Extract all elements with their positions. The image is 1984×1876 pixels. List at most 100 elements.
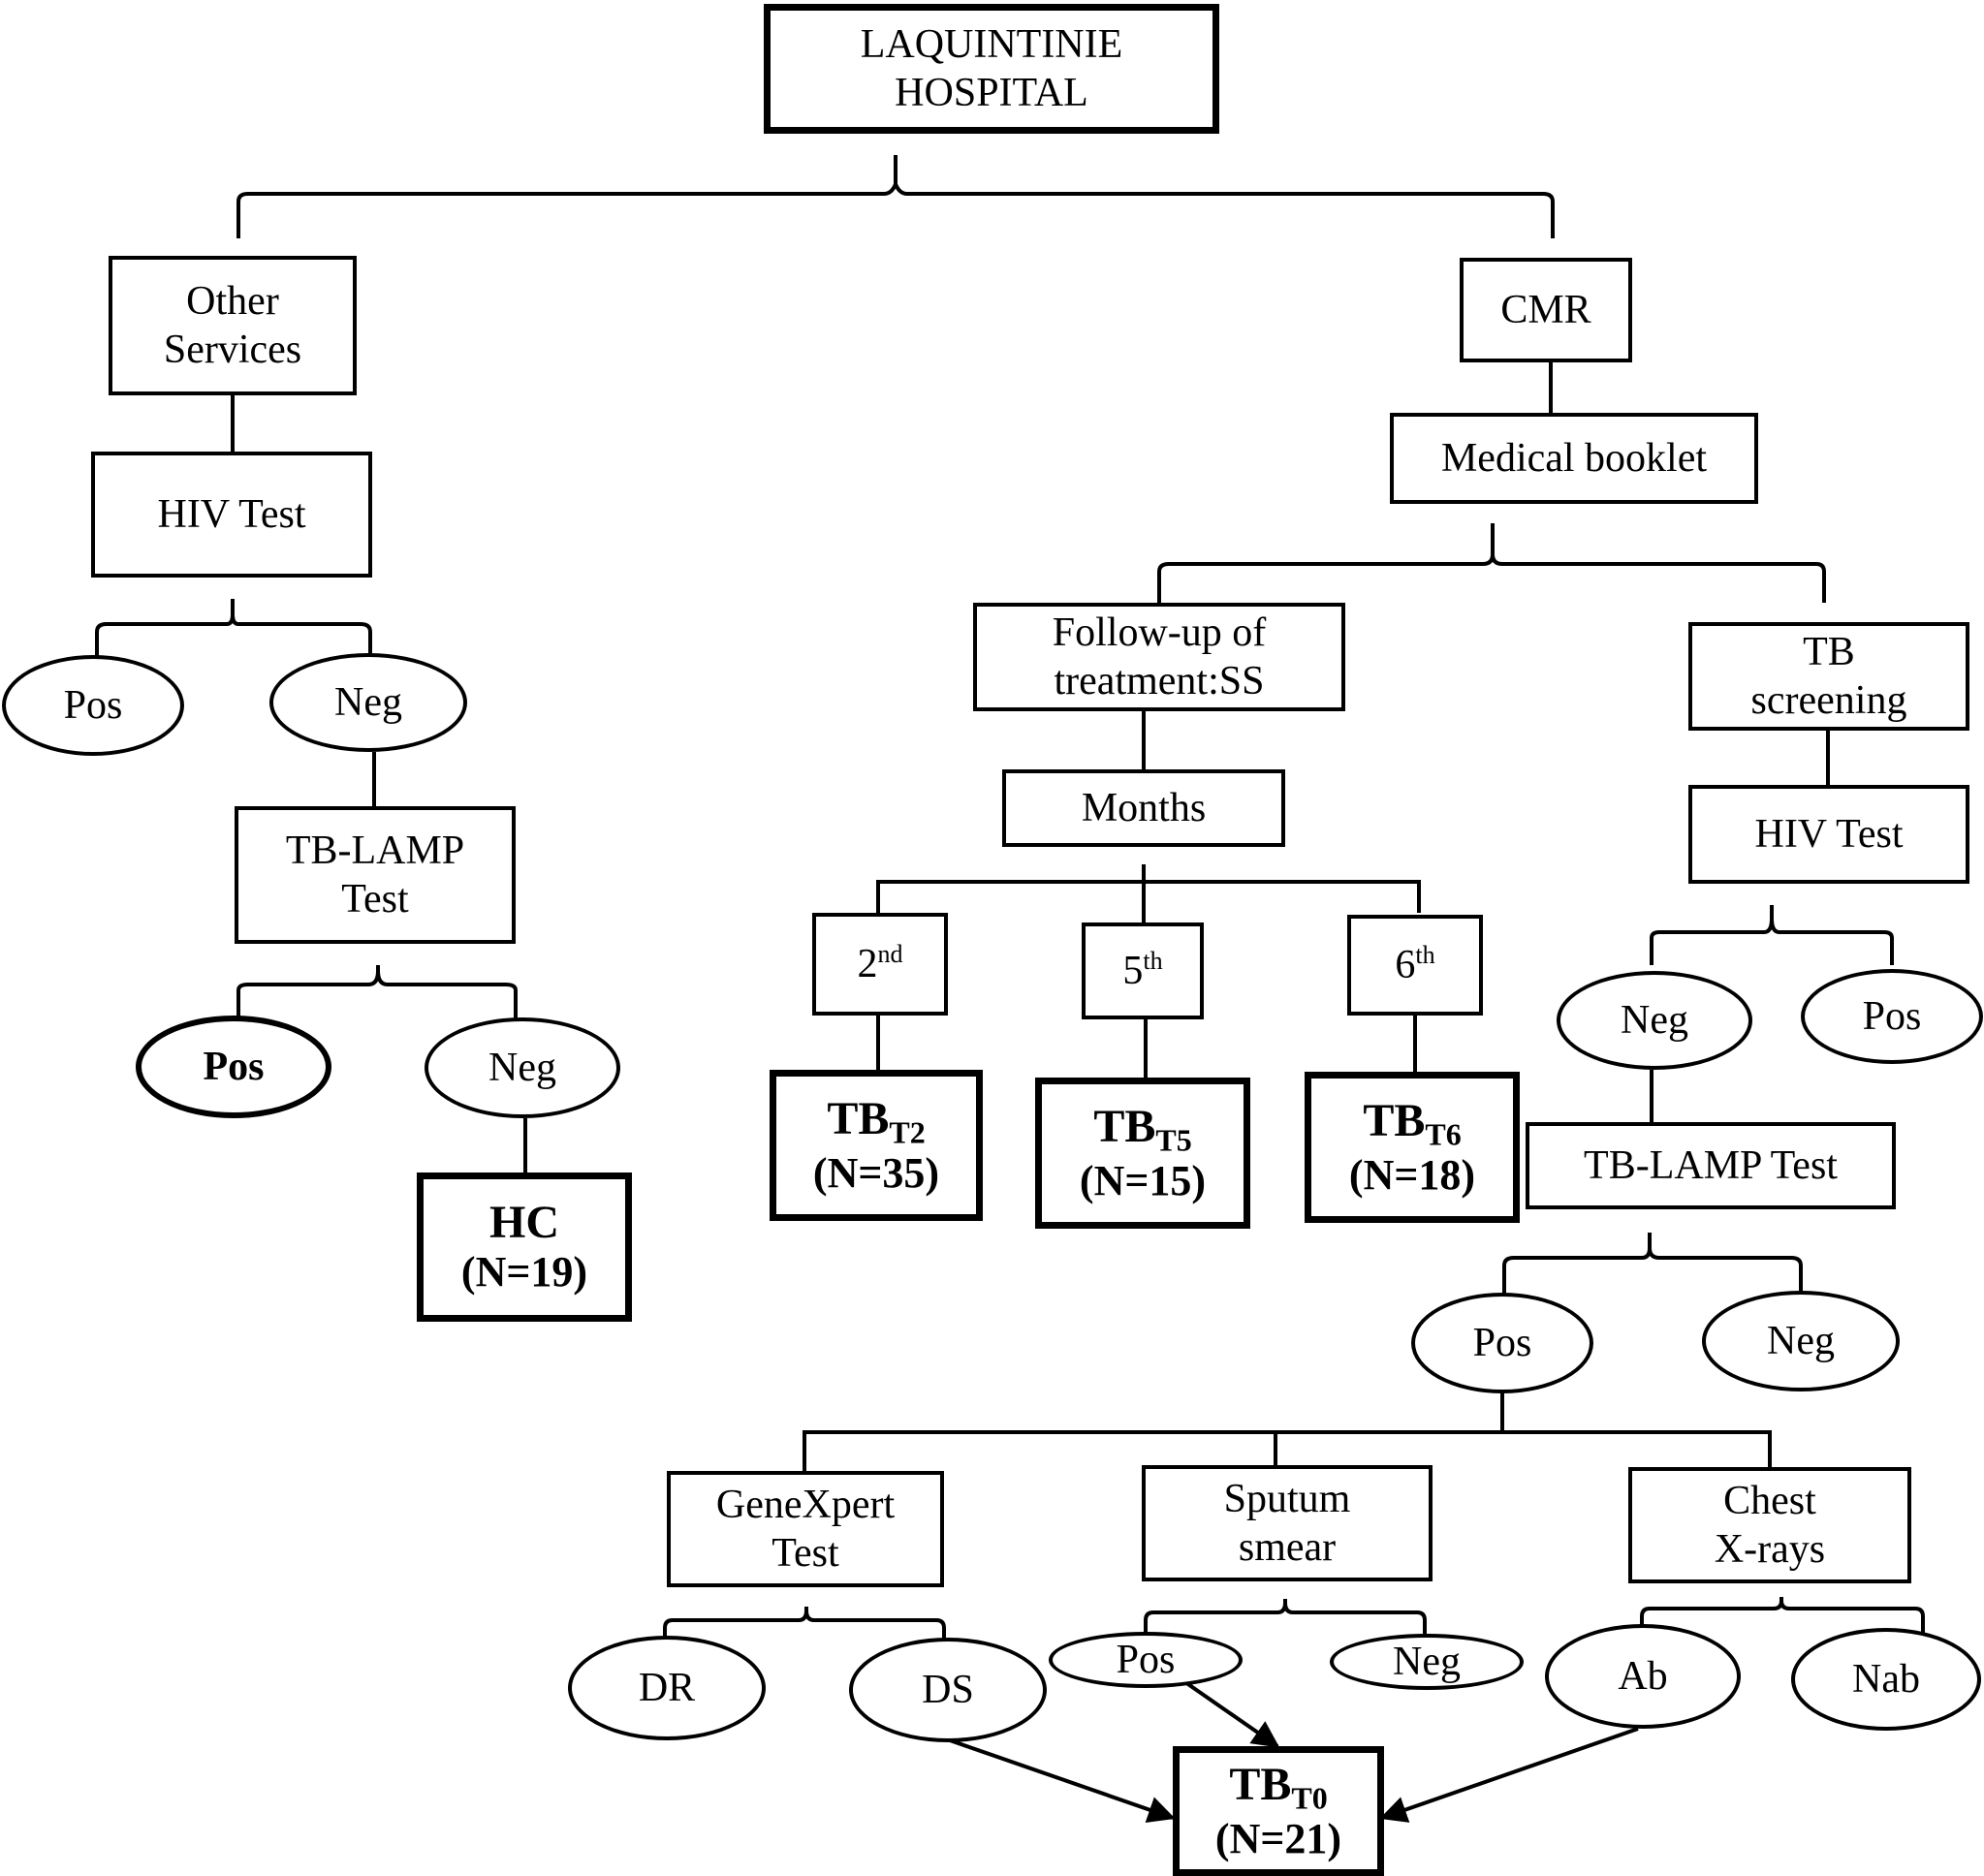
month-5th-num: 5 <box>1122 949 1144 994</box>
tbt2-tb: TB <box>827 1092 890 1144</box>
genexpert-line2: Test <box>772 1531 839 1576</box>
tbt0-n: (N=21) <box>1214 1814 1342 1862</box>
lamp-brace <box>236 965 518 1025</box>
month-6th-num: 6 <box>1395 943 1416 988</box>
screen-hiv-pos-label: Pos <box>1862 994 1922 1039</box>
smear-neg-oval: Neg <box>1330 1634 1524 1690</box>
tbt0-label: TBT0 <box>1229 1758 1328 1816</box>
followup-line2: treatment:SS <box>1054 659 1265 704</box>
month-2nd-sup: nd <box>877 940 903 969</box>
left-lamp-neg-oval: Neg <box>425 1017 620 1118</box>
smear-pos-label: Pos <box>1116 1638 1176 1682</box>
other-services-box: Other Services <box>109 256 357 395</box>
tb-screening-line2: screening <box>1750 678 1907 723</box>
xray-line2: X-rays <box>1714 1527 1826 1572</box>
left-lamp-pos-label: Pos <box>203 1045 265 1089</box>
month-2nd-num: 2 <box>857 942 878 987</box>
arrow-ab-tbt0 <box>1379 1727 1639 1823</box>
xray-line1: Chest <box>1723 1478 1816 1523</box>
dr-oval: DR <box>568 1636 766 1740</box>
screen-lamp-neg-label: Neg <box>1767 1319 1835 1363</box>
tbt5-result-box: TBT5 (N=15) <box>1035 1078 1250 1229</box>
screen-hiv-brace <box>1650 905 1894 965</box>
screen-hiv-neg-oval: Neg <box>1557 971 1752 1070</box>
month-2nd-box: 2nd <box>812 913 948 1016</box>
smear-pos-oval: Pos <box>1049 1632 1243 1688</box>
tb-screening-box: TB screening <box>1688 622 1969 731</box>
months-box: Months <box>1002 769 1285 847</box>
dr-label: DR <box>638 1666 696 1710</box>
screen-lamp-pos-oval: Pos <box>1411 1293 1593 1393</box>
screen-hiv-pos-oval: Pos <box>1801 969 1983 1064</box>
month-6th-box: 6th <box>1347 915 1483 1016</box>
medical-booklet-label: Medical booklet <box>1440 435 1708 481</box>
tbt2-n: (N=35) <box>812 1148 940 1197</box>
month-5th-sup: th <box>1143 947 1163 976</box>
tbt6-label: TBT6 <box>1363 1094 1462 1152</box>
tbt6-tb: TB <box>1363 1094 1426 1146</box>
hospital-box: LAQUINTINIE HOSPITAL <box>764 4 1219 134</box>
ab-label: Ab <box>1618 1654 1668 1699</box>
booklet-brace <box>1157 523 1826 603</box>
cmr-label: CMR <box>1500 287 1591 332</box>
tbt5-label: TBT5 <box>1093 1100 1192 1158</box>
left-hiv-neg-oval: Neg <box>269 653 467 752</box>
hospital-line2: HOSPITAL <box>895 71 1088 115</box>
left-hiv-neg-label: Neg <box>334 680 402 725</box>
tbt2-result-box: TBT2 (N=35) <box>770 1070 983 1221</box>
nab-label: Nab <box>1852 1657 1920 1702</box>
left-hiv-test-label: HIV Test <box>157 491 306 537</box>
medical-booklet-box: Medical booklet <box>1390 413 1758 504</box>
month-2nd-label: 2nd <box>858 939 903 988</box>
hiv-brace <box>95 599 372 674</box>
tbt0-result-box: TBT0 (N=21) <box>1173 1746 1384 1876</box>
tb-screening-line1: TB <box>1803 629 1855 674</box>
other-services-line2: Services <box>163 328 302 372</box>
left-tblamp-box: TB-LAMP Test <box>235 806 516 944</box>
left-lamp-neg-label: Neg <box>488 1046 556 1090</box>
tbt6-sub: T6 <box>1425 1116 1462 1152</box>
month-6th-sup: th <box>1415 941 1435 970</box>
lamp2-brace <box>1502 1233 1803 1312</box>
left-hiv-pos-oval: Pos <box>2 655 184 756</box>
screen-tblamp-label: TB-LAMP Test <box>1584 1142 1838 1188</box>
screen-hiv-test-box: HIV Test <box>1688 785 1969 884</box>
arrow-ds-tbt0 <box>949 1738 1176 1823</box>
cmr-box: CMR <box>1460 258 1632 362</box>
screen-lamp-pos-label: Pos <box>1472 1321 1532 1365</box>
tbt6-result-box: TBT6 (N=18) <box>1305 1072 1520 1223</box>
other-services-line1: Other <box>186 278 279 324</box>
left-hiv-pos-label: Pos <box>63 683 123 728</box>
ab-oval: Ab <box>1545 1624 1741 1729</box>
tbt0-sub: T0 <box>1291 1780 1328 1816</box>
left-tblamp-line1: TB-LAMP <box>285 828 465 873</box>
smear-neg-label: Neg <box>1393 1640 1461 1684</box>
tbt2-label: TBT2 <box>827 1092 925 1150</box>
screen-hiv-test-label: HIV Test <box>1754 811 1904 857</box>
tbt5-sub: T5 <box>1155 1122 1192 1158</box>
tbt5-tb: TB <box>1093 1100 1156 1152</box>
pos-three-bracket <box>803 1393 1772 1475</box>
month-5th-box: 5th <box>1082 922 1204 1019</box>
left-hiv-test-box: HIV Test <box>91 452 372 578</box>
hospital-line1: LAQUINTINIE <box>860 21 1123 67</box>
hc-n: (N=19) <box>460 1248 588 1297</box>
hc-result-box: HC (N=19) <box>417 1172 632 1322</box>
tbt6-n: (N=18) <box>1348 1150 1476 1199</box>
screen-lamp-neg-oval: Neg <box>1702 1291 1900 1391</box>
hc-label: HC <box>489 1197 559 1249</box>
sputum-line1: Sputum <box>1223 1476 1351 1521</box>
sputum-line2: smear <box>1238 1525 1337 1570</box>
root-brace <box>236 155 1555 238</box>
month-5th-label: 5th <box>1122 946 1162 995</box>
left-tblamp-line2: Test <box>341 877 409 922</box>
followup-box: Follow-up of treatment:SS <box>973 603 1345 711</box>
month-6th-label: 6th <box>1395 940 1434 989</box>
tbt0-tb: TB <box>1229 1758 1292 1810</box>
nab-oval: Nab <box>1791 1628 1981 1731</box>
ds-oval: DS <box>849 1638 1047 1742</box>
genexpert-brace <box>663 1607 946 1655</box>
months-label: Months <box>1081 785 1207 830</box>
